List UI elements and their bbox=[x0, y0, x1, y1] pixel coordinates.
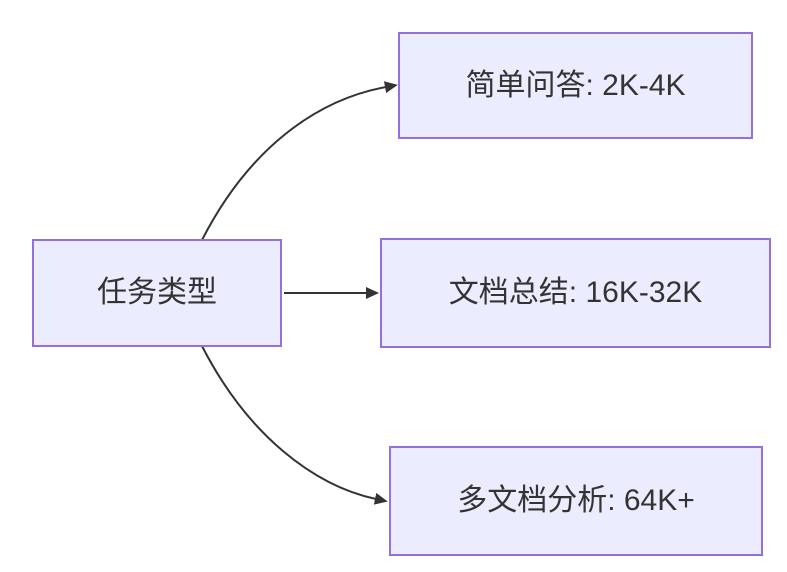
node-doc-summary: 文档总结: 16K-32K bbox=[380, 238, 771, 348]
node-task-type-label: 任务类型 bbox=[97, 276, 217, 309]
node-multi-doc-label: 多文档分析: 64K+ bbox=[457, 484, 695, 517]
node-task-type: 任务类型 bbox=[32, 239, 282, 347]
node-multi-doc: 多文档分析: 64K+ bbox=[389, 446, 763, 556]
edge-root-to-multi-doc bbox=[201, 345, 388, 505]
edge-root-to-simple-qa bbox=[201, 81, 398, 241]
node-simple-qa: 简单问答: 2K-4K bbox=[398, 32, 753, 139]
node-doc-summary-label: 文档总结: 16K-32K bbox=[448, 276, 703, 309]
node-simple-qa-label: 简单问答: 2K-4K bbox=[465, 68, 686, 102]
